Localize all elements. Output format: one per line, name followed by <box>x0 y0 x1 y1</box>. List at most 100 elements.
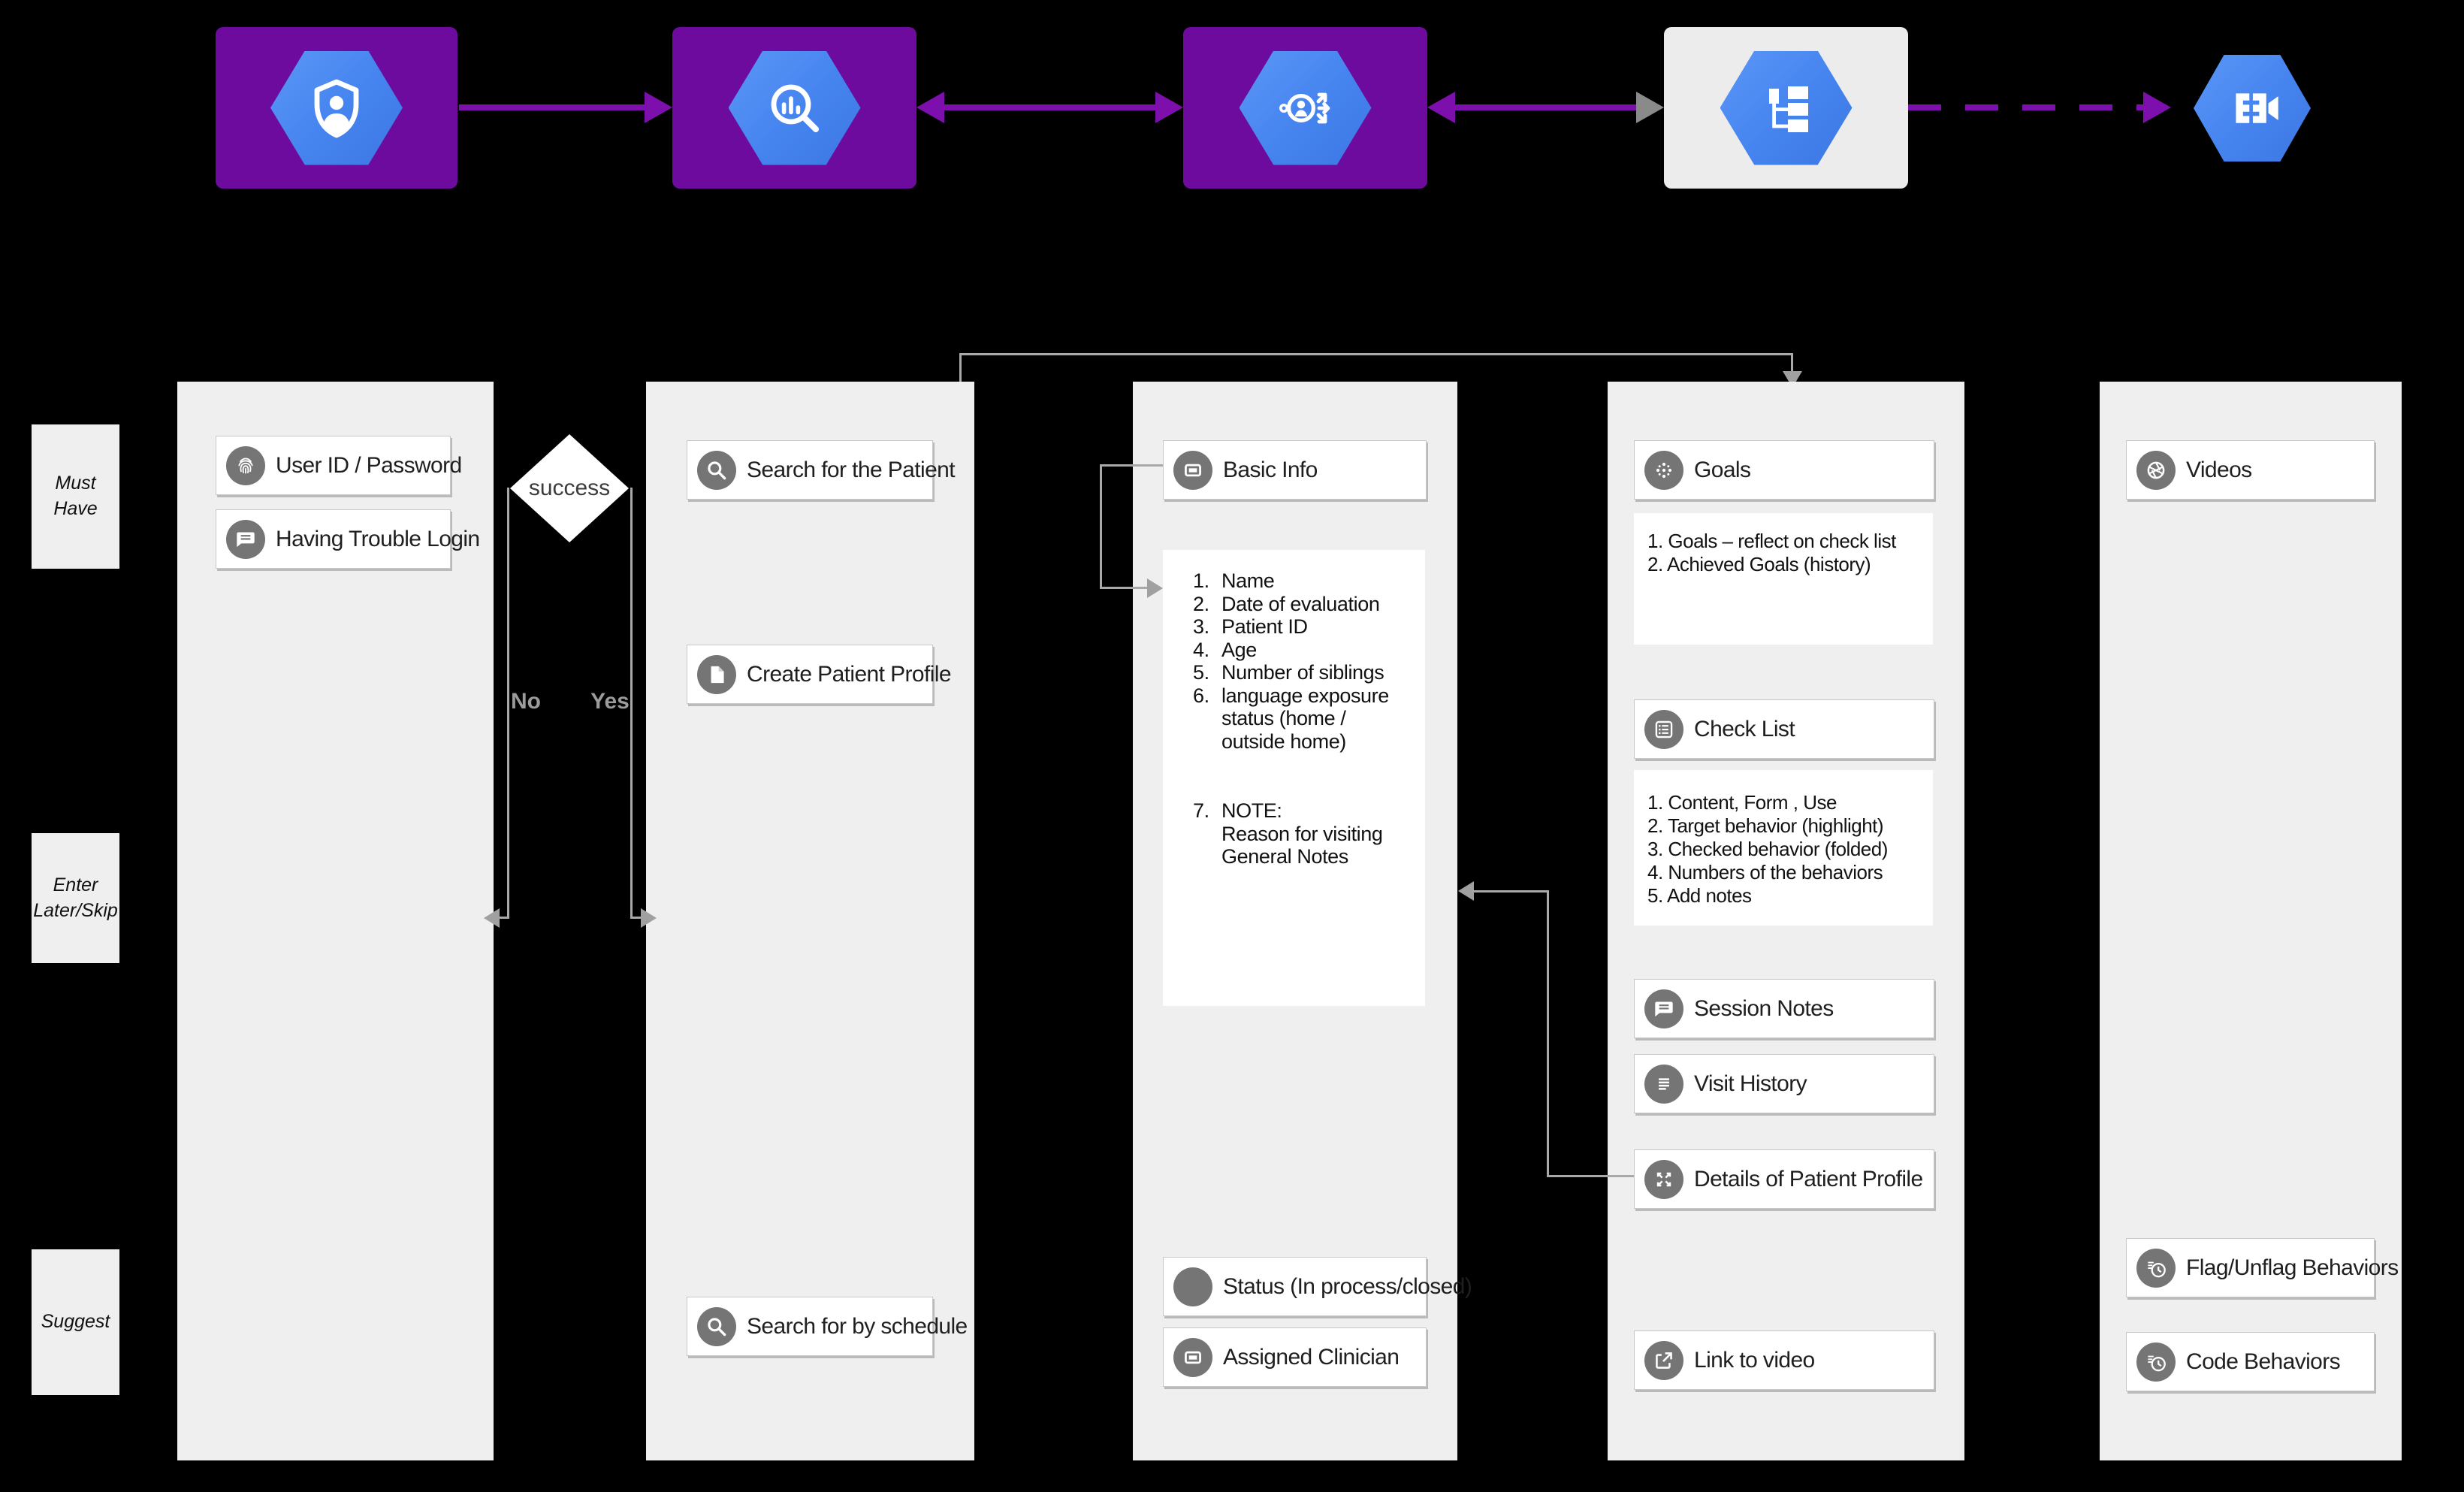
card-label: Flag/Unflag Behaviors <box>2186 1255 2399 1280</box>
check-list-panel: 1. Content, Form , Use 2. Target behavio… <box>1634 770 1933 926</box>
connector-basicinfo-to-list <box>1100 464 1102 589</box>
pipeline-node-records[interactable] <box>1664 27 1908 189</box>
card-link-to-video[interactable]: Link to video <box>1634 1330 1934 1390</box>
card-label: Goals <box>1694 457 1751 482</box>
list-item: 5.Number of siblings <box>1193 661 1384 684</box>
card-label: Details of Patient Profile <box>1694 1166 1923 1191</box>
fingerprint-icon <box>226 445 265 485</box>
pipeline-node-video-intelligence[interactable] <box>2194 55 2311 162</box>
list-item: 4.Age <box>1193 638 1257 661</box>
connector-details-to-list <box>1472 890 1549 892</box>
connector-details-to-list <box>1547 1175 1634 1177</box>
card-session-notes[interactable]: Session Notes <box>1634 979 1934 1038</box>
chat-icon <box>226 519 265 559</box>
list-item: 1.Name <box>1193 569 1275 592</box>
pending-icon <box>2136 1342 2176 1382</box>
pipeline-node-search[interactable] <box>672 27 916 189</box>
pipeline-arrow-1 <box>459 104 645 110</box>
branch-no-line <box>507 488 509 919</box>
arrow-right-head <box>1147 578 1163 598</box>
row-label-suggest: Suggest <box>32 1249 119 1395</box>
list-item: 3. Checked behavior (folded) <box>1647 838 1888 860</box>
arrow-left-head <box>1427 92 1455 123</box>
card-label: Link to video <box>1694 1347 1815 1373</box>
card-flag-unflag-behaviors[interactable]: Flag/Unflag Behaviors <box>2126 1238 2399 1297</box>
pipeline-arrow-2 <box>943 104 1157 110</box>
open-in-new-icon <box>1644 1340 1683 1380</box>
list-item: 6. language exposure status (home / outs… <box>1193 684 1389 753</box>
connector-search-to-col4 <box>1791 353 1793 373</box>
arrow-right-head <box>2143 92 2171 123</box>
card-videos[interactable]: Videos <box>2126 440 2375 500</box>
pipeline-node-patient[interactable] <box>1183 27 1427 189</box>
card-create-patient-profile[interactable]: Create Patient Profile <box>687 645 952 704</box>
arrow-right-head <box>1155 92 1183 123</box>
card-label: Search for by schedule <box>747 1313 968 1339</box>
search-icon <box>697 1306 736 1346</box>
pipeline-node-auth[interactable] <box>216 27 457 189</box>
video-intelligence-icon <box>2236 93 2278 123</box>
arrow-right-head-gray <box>1636 92 1664 123</box>
connector-search-to-col4 <box>959 353 1793 355</box>
list-item: 7. NOTE: Reason for visiting General Not… <box>1193 799 1383 868</box>
connector-basicinfo-to-list <box>1100 464 1163 467</box>
arrow-right-head <box>641 908 657 928</box>
hexagon-badge <box>1720 50 1853 165</box>
pipeline-arrow-4-dashed <box>1908 104 2145 110</box>
lines-icon <box>1644 1064 1683 1104</box>
identity-arrows-icon <box>1279 92 1330 123</box>
row-label-enter-later: Enter Later/Skip <box>32 833 119 963</box>
card-search-by-schedule[interactable]: Search for by schedule <box>687 1297 968 1356</box>
hexagon-badge <box>728 50 861 165</box>
card-label: Having Trouble Login <box>276 526 480 551</box>
list-item: 4. Numbers of the behaviors <box>1647 861 1883 883</box>
arrow-left-head <box>484 908 500 928</box>
file-icon <box>697 654 736 694</box>
row-label-line: Later/Skip <box>33 899 118 921</box>
pipeline-arrow-3 <box>1454 104 1638 110</box>
card-details-patient-profile[interactable]: Details of Patient Profile <box>1634 1149 1934 1209</box>
card-basic-info[interactable]: Basic Info <box>1163 440 1427 500</box>
branch-label-no: No <box>511 689 541 714</box>
list-item: 1. Goals – reflect on check list <box>1647 530 1896 552</box>
card-search-for-patient[interactable]: Search for the Patient <box>687 440 956 500</box>
card-label: Basic Info <box>1223 457 1318 482</box>
card-having-trouble-login[interactable]: Having Trouble Login <box>216 509 480 569</box>
shield-user-icon <box>314 79 359 137</box>
circle-icon <box>1173 1267 1212 1306</box>
branch-yes-line <box>630 488 633 919</box>
hexagon-badge <box>1239 50 1372 165</box>
card-assigned-clinician[interactable]: Assigned Clinician <box>1163 1327 1427 1387</box>
card-goals[interactable]: Goals <box>1634 440 1934 500</box>
arrow-right-head <box>645 92 672 123</box>
card-code-behaviors[interactable]: Code Behaviors <box>2126 1332 2375 1391</box>
dots-grid-icon <box>1644 450 1683 490</box>
decision-success[interactable]: success <box>510 434 629 542</box>
card-visit-history[interactable]: Visit History <box>1634 1054 1934 1113</box>
card-check-list[interactable]: Check List <box>1634 699 1934 759</box>
arrow-left-head <box>1458 881 1474 901</box>
column-search <box>646 382 974 1460</box>
aperture-icon <box>2136 450 2176 490</box>
card-label: Status (In process/closed) <box>1223 1273 1472 1299</box>
chat-icon <box>1644 989 1683 1028</box>
list-item: 1. Content, Form , Use <box>1647 791 1837 814</box>
card-icon <box>1173 450 1212 490</box>
branch-no-line <box>497 917 509 919</box>
card-label: Code Behaviors <box>2186 1349 2341 1374</box>
checklist-icon <box>1644 709 1683 749</box>
goals-list-panel: 1. Goals – reflect on check list 2. Achi… <box>1634 513 1933 645</box>
card-status[interactable]: Status (In process/closed) <box>1163 1257 1472 1316</box>
row-label-line: Enter <box>53 874 98 896</box>
row-label-line: Suggest <box>41 1311 110 1333</box>
card-user-id-password[interactable]: User ID / Password <box>216 436 462 495</box>
branch-yes-line <box>630 917 642 919</box>
row-label-line: Must <box>55 473 96 494</box>
connector-details-to-list <box>1547 890 1549 1177</box>
card-label: Create Patient Profile <box>747 661 952 687</box>
search-icon <box>697 450 736 490</box>
hierarchy-list-icon <box>1768 86 1808 132</box>
card-label: Check List <box>1694 716 1795 741</box>
basic-info-list-panel: 1.Name 2.Date of evaluation 3.Patient ID… <box>1163 550 1425 1006</box>
